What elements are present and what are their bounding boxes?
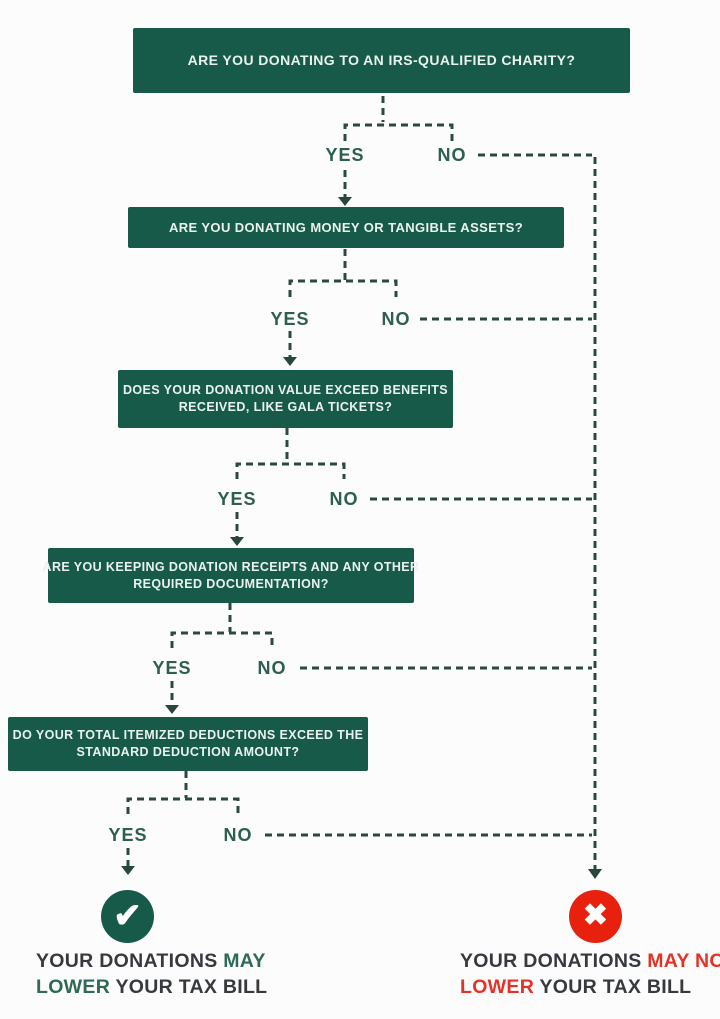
- no-label-4: NO: [257, 658, 287, 678]
- question-text: STANDARD DEDUCTION AMOUNT?: [76, 745, 300, 759]
- outcome-text: YOUR TAX BILL: [534, 976, 692, 998]
- cross-glyph: ✖: [582, 899, 609, 932]
- x-circle-icon: ✖: [569, 890, 622, 943]
- outcome-text: YOUR DONATIONS: [460, 950, 648, 972]
- outcome-text: YOUR DONATIONS: [36, 950, 224, 972]
- question-box-4: ARE YOU KEEPING DONATION RECEIPTS AND AN…: [43, 548, 419, 603]
- question-box-1: ARE YOU DONATING TO AN IRS-QUALIFIED CHA…: [133, 28, 630, 93]
- outcome-line: LOWER YOUR TAX BILL: [460, 974, 720, 1000]
- branch-2-connectors: [283, 249, 592, 366]
- outcome-line: YOUR DONATIONS MAY: [36, 948, 267, 974]
- branch-5-connectors: [121, 771, 592, 875]
- question-text: ARE YOU DONATING TO AN IRS-QUALIFIED CHA…: [187, 52, 576, 68]
- outcome-highlight: LOWER: [36, 976, 111, 998]
- question-box-5: DO YOUR TOTAL ITEMIZED DEDUCTIONS EXCEED…: [8, 717, 368, 771]
- branch-4-connectors: [165, 603, 592, 714]
- outcome-line: YOUR DONATIONS MAY NOT: [460, 948, 720, 974]
- question-text: DOES YOUR DONATION VALUE EXCEED BENEFITS: [122, 383, 449, 397]
- outcome-highlight: LOWER: [460, 976, 535, 998]
- outcome-text: YOUR TAX BILL: [110, 976, 268, 998]
- outcome-line: LOWER YOUR TAX BILL: [36, 974, 267, 1000]
- yes-label-3: YES: [217, 489, 257, 509]
- question-text: ARE YOU DONATING MONEY OR TANGIBLE ASSET…: [168, 220, 524, 235]
- check-circle-icon: ✔: [101, 890, 154, 943]
- no-label-3: NO: [329, 489, 359, 509]
- outcome-highlight: MAY NOT: [647, 950, 720, 972]
- yes-label-2: YES: [270, 309, 310, 329]
- branch-3-connectors: [230, 428, 592, 546]
- yes-label-1: YES: [325, 145, 365, 165]
- yes-label-4: YES: [152, 658, 192, 678]
- outcome-positive-text: YOUR DONATIONS MAY LOWER YOUR TAX BILL: [36, 948, 267, 1000]
- question-text: RECEIVED, LIKE GALA TICKETS?: [178, 400, 393, 414]
- question-text: REQUIRED DOCUMENTATION?: [133, 576, 329, 591]
- yes-label-5: YES: [108, 825, 148, 845]
- question-text: ARE YOU KEEPING DONATION RECEIPTS AND AN…: [42, 559, 420, 574]
- no-rail: [588, 157, 602, 879]
- question-box-3: DOES YOUR DONATION VALUE EXCEED BENEFITS…: [118, 370, 453, 428]
- no-label-5: NO: [223, 825, 253, 845]
- outcome-highlight: MAY: [223, 950, 266, 972]
- no-label-2: NO: [381, 309, 411, 329]
- outcome-negative-text: YOUR DONATIONS MAY NOT LOWER YOUR TAX BI…: [460, 948, 720, 1000]
- no-label-1: NO: [437, 145, 467, 165]
- branch-1-connectors: [338, 96, 592, 206]
- check-glyph: ✔: [113, 896, 142, 935]
- question-box-2: ARE YOU DONATING MONEY OR TANGIBLE ASSET…: [128, 207, 564, 248]
- question-text: DO YOUR TOTAL ITEMIZED DEDUCTIONS EXCEED…: [12, 728, 364, 742]
